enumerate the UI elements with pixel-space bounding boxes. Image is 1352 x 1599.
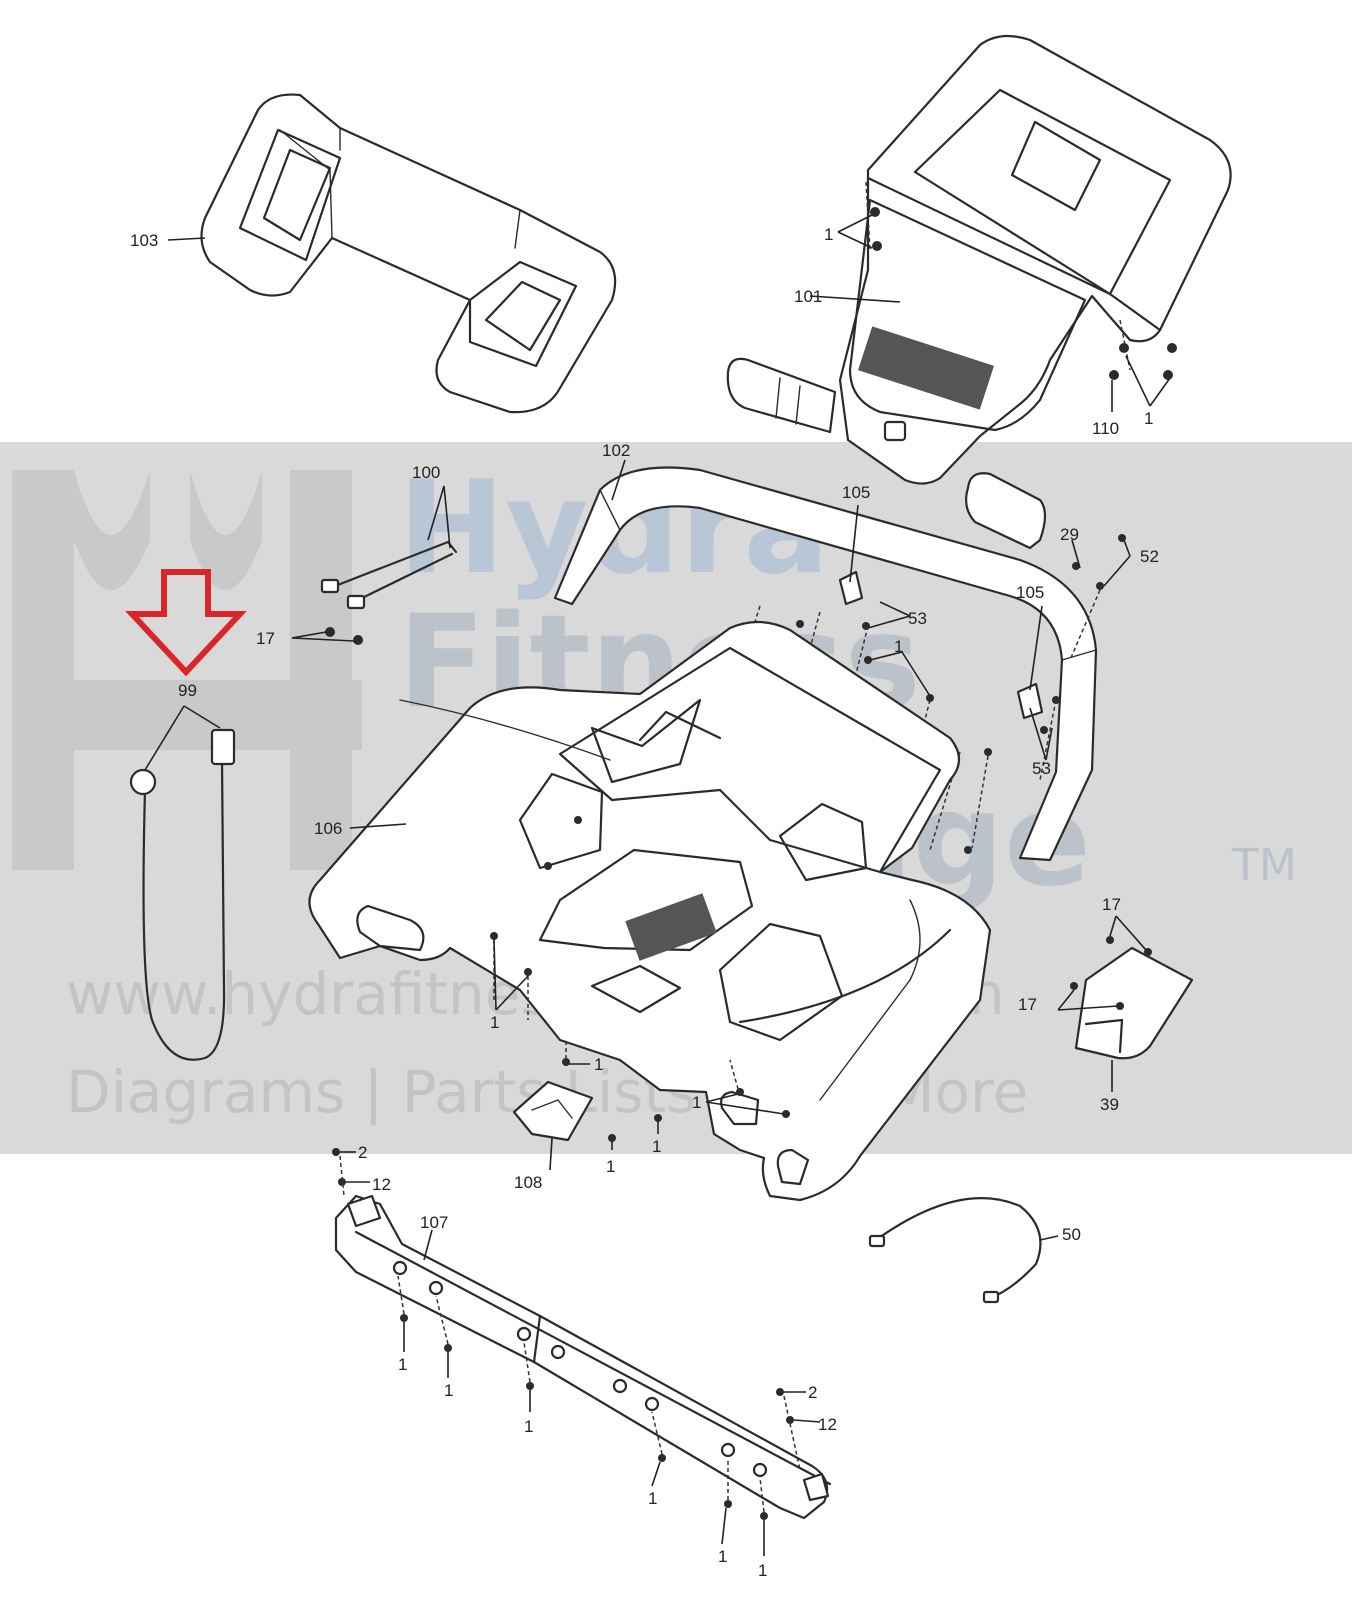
part-108-cover-plate bbox=[512, 1080, 594, 1171]
callout-99: 99 bbox=[178, 681, 197, 700]
part-50-cable bbox=[868, 1197, 1059, 1304]
callout-1-bar-3: 1 bbox=[524, 1417, 533, 1436]
callout-1-top-right: 1 bbox=[1144, 409, 1153, 428]
callout-1-center: 1 bbox=[594, 1055, 603, 1074]
callout-53-right: 53 bbox=[1032, 759, 1051, 778]
callout-12-bottom: 12 bbox=[818, 1415, 837, 1434]
callout-102: 102 bbox=[602, 441, 630, 460]
part-107-lower-bar bbox=[332, 1148, 832, 1556]
highlight-arrow-icon bbox=[125, 569, 247, 677]
part-100-wire-harness bbox=[291, 485, 458, 645]
part-103-console-shroud bbox=[167, 93, 617, 414]
callout-52: 52 bbox=[1140, 547, 1159, 566]
callout-1-center-right: 1 bbox=[692, 1093, 701, 1112]
callout-1-center-low-b: 1 bbox=[652, 1137, 661, 1156]
callout-106: 106 bbox=[314, 819, 342, 838]
callout-17-right-top: 17 bbox=[1102, 895, 1121, 914]
callout-1-mid: 1 bbox=[894, 637, 903, 656]
callout-1-bar-2: 1 bbox=[444, 1381, 453, 1400]
part-101-console bbox=[726, 34, 1232, 550]
callout-2-bottom: 2 bbox=[808, 1383, 817, 1402]
callout-1-center-low-a: 1 bbox=[606, 1157, 615, 1176]
part-99-cable bbox=[125, 569, 247, 1061]
callout-101: 101 bbox=[794, 287, 822, 306]
callout-53-top: 53 bbox=[908, 609, 927, 628]
callout-39: 39 bbox=[1100, 1095, 1119, 1114]
callout-1-left-low: 1 bbox=[490, 1013, 499, 1032]
watermark-logo-icon bbox=[12, 470, 362, 870]
callout-12-top: 12 bbox=[372, 1175, 391, 1194]
callout-103: 103 bbox=[130, 231, 158, 250]
callout-50: 50 bbox=[1062, 1225, 1081, 1244]
part-102-upright-bar bbox=[553, 459, 1098, 862]
callout-1-top: 1 bbox=[824, 225, 833, 244]
callout-17-left: 17 bbox=[256, 629, 275, 648]
callout-110: 110 bbox=[1092, 419, 1119, 438]
callout-100: 100 bbox=[412, 463, 440, 482]
callout-1-bar-5: 1 bbox=[718, 1547, 727, 1566]
part-39-bracket bbox=[1057, 915, 1194, 1092]
callout-labels: 103 101 1 110 1 100 102 105 29 52 17 53 … bbox=[130, 225, 1159, 1580]
callout-1-bar-4: 1 bbox=[648, 1489, 657, 1508]
callout-1-bar-1: 1 bbox=[398, 1355, 407, 1374]
callout-107: 107 bbox=[420, 1213, 448, 1232]
part-106-frame bbox=[308, 620, 992, 1202]
watermark-trademark: TM bbox=[1231, 840, 1297, 891]
callout-1-bar-6: 1 bbox=[758, 1561, 767, 1580]
callout-29: 29 bbox=[1060, 525, 1079, 544]
callout-105-right: 105 bbox=[1016, 583, 1044, 602]
callout-108: 108 bbox=[514, 1173, 542, 1192]
callout-2-top: 2 bbox=[358, 1143, 367, 1162]
callout-17-right-low: 17 bbox=[1018, 995, 1037, 1014]
callout-105-left: 105 bbox=[842, 483, 870, 502]
